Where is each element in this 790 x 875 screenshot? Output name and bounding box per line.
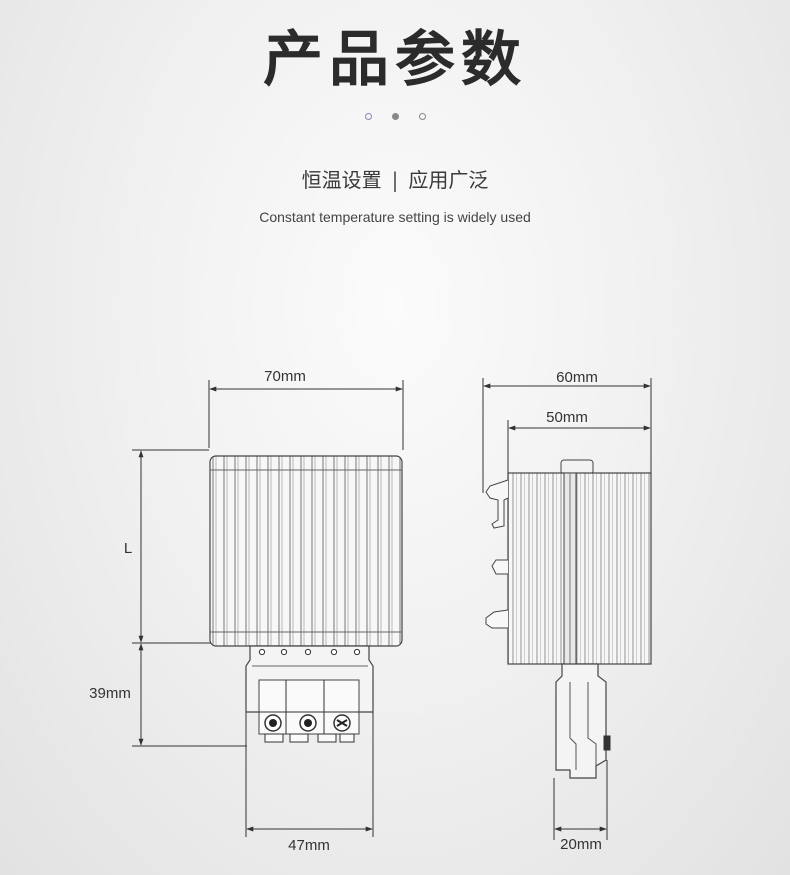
carousel-dot-1[interactable]	[364, 113, 372, 120]
dim-terminal-height: 39mm	[89, 685, 131, 702]
dim-terminal-width: 47mm	[288, 837, 330, 854]
subtitle: 恒温设置 | 应用广泛	[0, 167, 790, 193]
subtitle-separator: |	[391, 168, 399, 192]
dim-front-width: 70mm	[264, 368, 306, 385]
subtitle-caption: Constant temperature setting is widely u…	[259, 209, 531, 225]
side-view	[482, 378, 652, 840]
terminal-screw-icon-2	[299, 714, 317, 732]
terminal-screw-icon-3	[333, 714, 351, 732]
dim-front-height: L	[124, 540, 132, 557]
dim-clip-width: 20mm	[560, 836, 602, 853]
page-title: 产品参数	[263, 25, 527, 95]
dim-side-depth: 60mm	[556, 369, 598, 386]
front-view	[132, 380, 404, 837]
carousel-indicator	[0, 113, 790, 120]
subtitle-left: 恒温设置	[301, 168, 382, 192]
subtitle-right: 应用广泛	[408, 168, 489, 192]
dim-side-body-depth: 50mm	[546, 409, 588, 426]
carousel-dot-2-active[interactable]	[391, 113, 399, 120]
terminal-screw-icon-1	[264, 714, 282, 732]
carousel-dot-3[interactable]	[418, 113, 426, 120]
